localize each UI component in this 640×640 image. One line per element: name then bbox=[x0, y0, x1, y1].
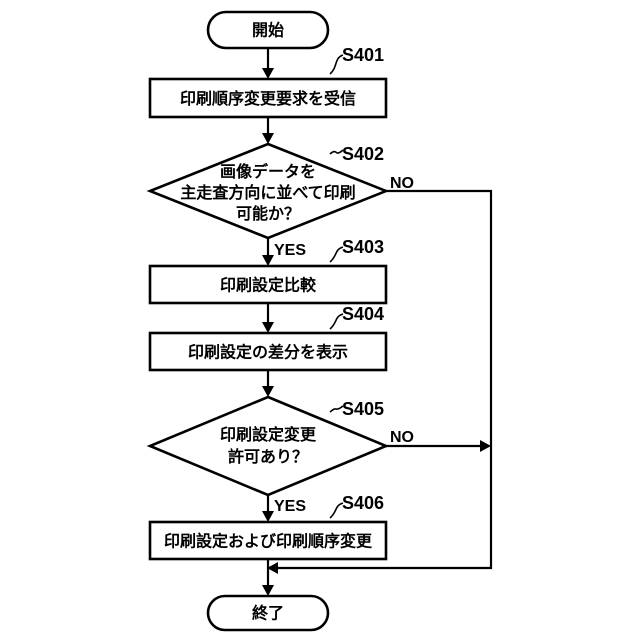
end-terminal-label: 終了 bbox=[252, 604, 284, 623]
arrowhead bbox=[262, 322, 274, 333]
arrowhead bbox=[262, 386, 274, 397]
arrowhead bbox=[262, 133, 274, 144]
arrowhead bbox=[262, 511, 274, 522]
step-id-s404: S404 bbox=[342, 304, 384, 324]
end-terminal: 終了 bbox=[208, 596, 328, 630]
s405-yes-label: YES bbox=[274, 498, 306, 515]
decision-s402: S402 画像データを 主走査方向に並べて印刷 可能か？ bbox=[150, 144, 386, 238]
s402-no-label: NO bbox=[390, 175, 414, 192]
step-id-s402: S402 bbox=[342, 144, 384, 164]
decision-s402-line-2: 主走査方向に並べて印刷 bbox=[180, 183, 355, 202]
arrowhead bbox=[262, 255, 274, 266]
arrowhead bbox=[262, 68, 274, 79]
decision-s402-line-1: 画像データを bbox=[220, 162, 316, 181]
decision-s402-line-3: 可能か？ bbox=[236, 204, 300, 223]
step-id-s406: S406 bbox=[342, 493, 384, 513]
step-s406-label: 印刷設定および印刷順序変更 bbox=[164, 532, 373, 551]
start-terminal-label: 開始 bbox=[252, 21, 284, 40]
s402-yes-label: YES bbox=[274, 242, 306, 259]
step-s401-label: 印刷順序変更要求を受信 bbox=[180, 89, 356, 108]
decision-s405-line-2: 許可あり？ bbox=[228, 447, 308, 466]
arrowhead bbox=[480, 440, 491, 452]
arrowhead bbox=[262, 585, 274, 596]
start-terminal: 開始 bbox=[208, 12, 328, 48]
step-s403-label: 印刷設定比較 bbox=[220, 276, 317, 295]
step-id-s403: S403 bbox=[342, 237, 384, 257]
step-id-s405: S405 bbox=[342, 399, 384, 419]
step-s404-label: 印刷設定の差分を表示 bbox=[188, 343, 348, 362]
s405-no-label: NO bbox=[390, 429, 414, 446]
decision-s405-line-1: 印刷設定変更 bbox=[220, 425, 317, 444]
decision-s405: S405 印刷設定変更 許可あり？ bbox=[150, 397, 386, 495]
step-id-s401: S401 bbox=[342, 45, 384, 65]
